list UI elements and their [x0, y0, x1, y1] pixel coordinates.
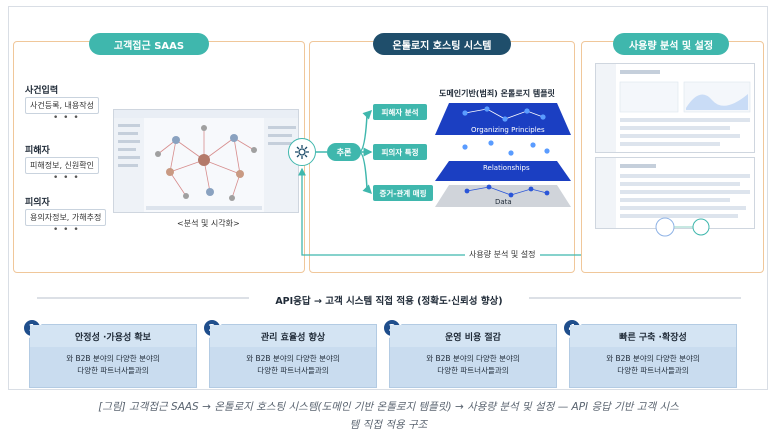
benefit-card-2: 2 관리 효율성 향상 와 B2B 분야의 다양한 분야의 다양한 파트너사들과…: [202, 318, 377, 388]
benefit-card-3: 3 운영 비용 절감 와 B2B 분야의 다양한 분야의 다양한 파트너사들과의: [382, 318, 557, 388]
middle-section-title: 온톨로지 호스팅 시스템: [373, 33, 511, 55]
group-chip-incident: 사건등록, 내용작성: [25, 97, 99, 114]
benefit-line2: 다양한 파트너사들과의: [257, 366, 329, 375]
group-chip-suspect: 용의자정보, 가해추정: [25, 209, 107, 226]
screenshot-caption: <분석 및 시각화>: [177, 219, 240, 228]
layer-label-data: Data: [495, 198, 512, 206]
benefit-body-1: 와 B2B 분야의 다양한 분야의 다양한 파트너사들과의: [30, 353, 196, 377]
figure-caption-line2: 템 직접 적용 구조: [349, 419, 428, 431]
benefit-body-4: 와 B2B 분야의 다양한 분야의 다양한 파트너사들과의: [570, 353, 736, 377]
benefit-line1: 와 B2B 분야의 다양한 분야의: [426, 354, 520, 363]
group-title-suspect: 피의자: [25, 198, 50, 208]
benefit-title-3: 운영 비용 절감: [390, 325, 556, 347]
analysis-box-victim: 피해자 분석: [373, 104, 427, 120]
figure-caption: [그림] 고객접근 SAAS → 온톨로지 호스팅 시스템(도메인 기반 온톨로…: [0, 398, 777, 434]
graph-visualization-screenshot: [113, 109, 299, 213]
api-response-title: API응답 → 고객 시스템 직접 적용 (정확도·신뢰성 향상): [275, 296, 503, 307]
benefit-line2: 다양한 파트너사들과의: [617, 366, 689, 375]
layer-label-organizing: Organizing Principles: [471, 126, 545, 134]
dashboard-screenshot-top: [595, 63, 755, 153]
left-section-title: 고객접근 SAAS: [89, 33, 209, 55]
benefit-line1: 와 B2B 분야의 다양한 분야의: [66, 354, 160, 363]
group-dots-victim: • • •: [53, 173, 80, 183]
benefit-body-2: 와 B2B 분야의 다양한 분야의 다양한 파트너사들과의: [210, 353, 376, 377]
benefit-line1: 와 B2B 분야의 다양한 분야의: [246, 354, 340, 363]
dashboard-chart-image: [596, 64, 751, 152]
figure-caption-line1: [그림] 고객접근 SAAS → 온톨로지 호스팅 시스템(도메인 기반 온톨로…: [98, 401, 679, 413]
ontology-template-title: 도메인기반(범죄) 온톨로지 템플릿: [439, 89, 555, 98]
ontology-layers-diagram: [435, 103, 571, 207]
right-section-title: 사용량 분석 및 설정: [613, 33, 729, 55]
group-title-incident: 사건입력: [25, 86, 59, 96]
dashboard-table-image: [596, 158, 750, 228]
figure-frame: 고객접근 SAAS 사건입력 사건등록, 내용작성 • • • 피해자 피해정보…: [8, 6, 768, 390]
dashboard-screenshot-bottom: [595, 157, 755, 229]
benefit-title-4: 빠른 구축 ·확장성: [570, 325, 736, 347]
graph-network-image: [114, 110, 298, 212]
benefit-line2: 다양한 파트너사들과의: [77, 366, 149, 375]
usage-indicator-dots: [655, 217, 710, 237]
benefit-card-4: 4 빠른 구축 ·확장성 와 B2B 분야의 다양한 분야의 다양한 파트너사들…: [562, 318, 737, 388]
benefit-card-1: 1 안정성 ·가용성 확보 와 B2B 분야의 다양한 분야의 다양한 파트너사…: [22, 318, 197, 388]
group-dots-incident: • • •: [53, 113, 80, 123]
benefit-line1: 와 B2B 분야의 다양한 분야의: [606, 354, 700, 363]
group-title-victim: 피해자: [25, 146, 50, 156]
ontology-hub-icon: [288, 138, 316, 166]
benefit-title-1: 안정성 ·가용성 확보: [30, 325, 196, 347]
benefit-title-2: 관리 효율성 향상: [210, 325, 376, 347]
group-chip-victim: 피해정보, 신원확인: [25, 157, 99, 174]
benefit-body-3: 와 B2B 분야의 다양한 분야의 다양한 파트너사들과의: [390, 353, 556, 377]
usage-loop-label: 사용량 분석 및 설정: [465, 249, 540, 260]
analysis-box-evidence: 증거-관계 매핑: [373, 185, 433, 201]
benefit-line2: 다양한 파트너사들과의: [437, 366, 509, 375]
group-dots-suspect: • • •: [53, 225, 80, 235]
inference-node: 추론: [327, 143, 361, 161]
analysis-box-suspect: 피의자 특정: [373, 144, 427, 160]
layer-label-relationships: Relationships: [483, 164, 530, 172]
